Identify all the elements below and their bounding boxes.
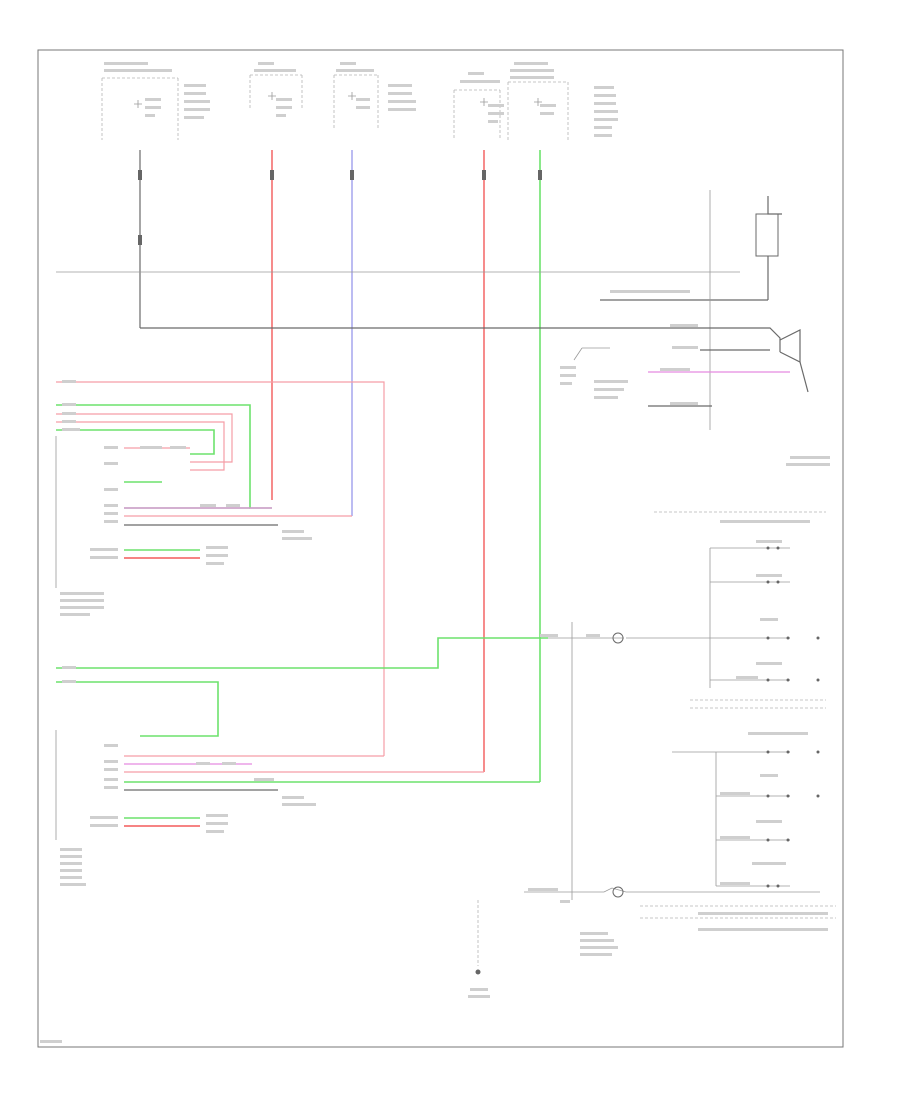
header-bracket-1: [101, 77, 179, 140]
header-bracket-2: [249, 74, 303, 108]
spiral-cable-connector-upper: [612, 632, 624, 644]
steering-switch-assembly: [468, 511, 836, 998]
left-door-module: [55, 380, 385, 756]
fuse-mark-4: [480, 98, 488, 106]
green-bus-wire-2: [56, 681, 219, 737]
left-switch-rails: [710, 547, 790, 681]
fuse-mark-5: [534, 98, 542, 106]
combination-meter-assembly: [560, 190, 830, 466]
meter-text-blocks: [560, 290, 830, 466]
meter-element: [755, 213, 779, 257]
footer-code-block: [40, 1040, 62, 1043]
green-wire-3: [56, 429, 215, 455]
fuse-mark-2: [268, 92, 276, 100]
diagram-frame: [37, 49, 844, 1048]
meter-feed: [767, 196, 782, 215]
fuse-mark-3: [348, 92, 356, 100]
meter-antenna: [573, 347, 610, 361]
left-module-text-blocks: [60, 380, 312, 616]
pink-wire-3: [56, 421, 225, 471]
ground-point: [475, 969, 481, 975]
meter-ground: [799, 361, 809, 393]
top-fuse-headers: [101, 62, 618, 140]
meter-switch-leads: [700, 327, 781, 352]
header-text-blocks: [104, 62, 618, 137]
green-wire-1: [56, 404, 272, 509]
fuse-mark-1: [134, 100, 142, 108]
right-switch-rails: [672, 751, 790, 887]
switch-contacts: [766, 546, 820, 888]
pink-loop-wire: [56, 381, 385, 756]
right-module-text-blocks: [60, 666, 316, 886]
steering-bottom-dividers: [640, 905, 836, 919]
header-bracket-3: [333, 74, 379, 130]
pink-wire-2: [56, 413, 233, 463]
meter-lead: [740, 256, 769, 301]
feed-connector-marks: [138, 170, 542, 245]
vertical-feed-wires: [138, 150, 542, 782]
spiral-cable-connector-lower: [612, 886, 624, 898]
steering-signal-lower: [524, 887, 820, 893]
steering-divider-mid: [690, 699, 826, 709]
steering-text-blocks: [468, 520, 828, 998]
green-bus-wire: [56, 637, 548, 669]
right-door-module: [55, 666, 540, 886]
header-bracket-5: [507, 81, 569, 140]
meter-transistor: [779, 329, 801, 363]
